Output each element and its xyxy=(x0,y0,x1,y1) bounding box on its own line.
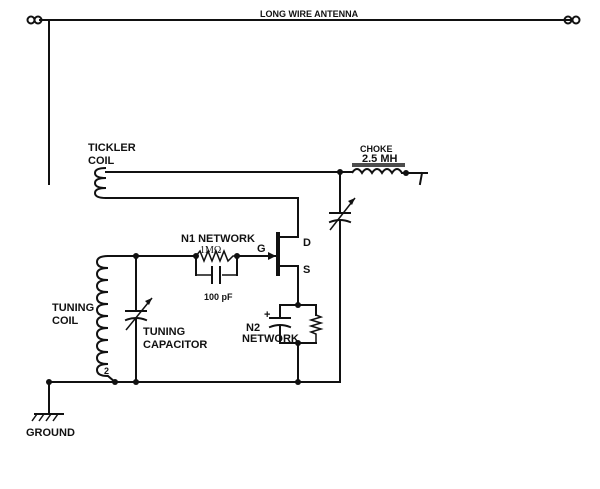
tuning-coil-label-1: TUNING xyxy=(52,302,94,314)
tuning-capacitor-label-1: TUNING xyxy=(143,326,185,338)
ground-bus xyxy=(46,379,341,415)
gate-label: G xyxy=(257,243,266,255)
n1-network xyxy=(135,248,240,284)
n2-network xyxy=(268,302,324,383)
n2-resistor xyxy=(308,314,324,343)
tickler-coil-label-1: TICKLER xyxy=(88,142,136,154)
ground-label: GROUND xyxy=(26,427,75,439)
n2-network-label-2: NETWORK xyxy=(242,333,299,345)
antenna-insulator-right-2 xyxy=(571,15,581,25)
choke-label: CHOKE xyxy=(360,144,393,154)
rf-choke xyxy=(337,163,428,186)
coil-tap-label: 2 xyxy=(104,366,109,376)
tuning-capacitor-label-2: CAPACITOR xyxy=(143,339,207,351)
n2-network-label-1: N2 xyxy=(246,322,260,334)
resistor-1meg xyxy=(195,248,239,264)
tuning-coil-label-2: COIL xyxy=(52,315,79,327)
tickler-coil xyxy=(93,167,341,199)
capacitor-value-label: 100 pF xyxy=(204,292,233,302)
long-wire-antenna xyxy=(26,15,581,185)
n1-network-label: N1 NETWORK xyxy=(181,233,255,245)
source-label: S xyxy=(303,264,310,276)
antenna-insulator-left-2 xyxy=(33,15,43,25)
tuning-capacitor xyxy=(124,253,153,383)
n2-plus-label: + xyxy=(264,309,270,321)
tickler-coil-label-2: COIL xyxy=(88,155,115,167)
resistor-value-label: 1MΩ xyxy=(200,245,221,256)
drain-label: D xyxy=(303,237,311,249)
antenna-label: LONG WIRE ANTENNA xyxy=(260,9,359,19)
jfet-transistor xyxy=(236,197,299,306)
ground-icon xyxy=(31,413,64,422)
feedback-variable-capacitor xyxy=(328,171,356,383)
choke-value-label: 2.5 MH xyxy=(362,153,398,165)
antenna-insulator-left xyxy=(26,15,36,25)
tuning-coil xyxy=(95,255,137,385)
